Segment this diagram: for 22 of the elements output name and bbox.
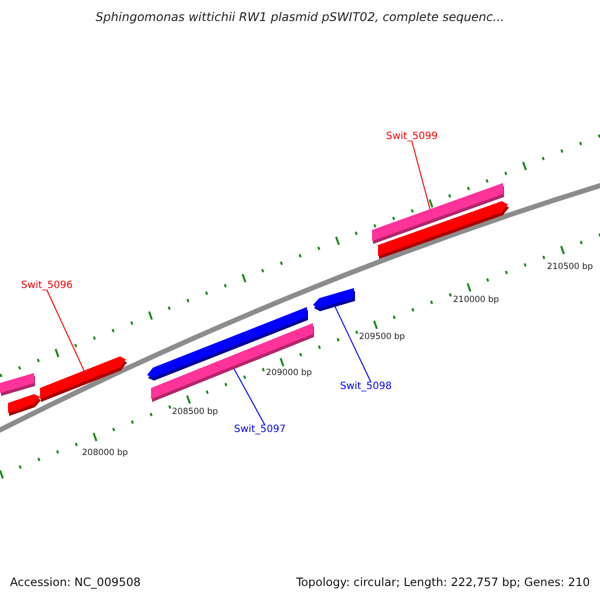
gene-label: Swit_5096 [21, 280, 73, 291]
leader-line [334, 306, 372, 382]
gene-bar [8, 394, 41, 416]
leader-line [234, 368, 266, 426]
leader-line [46, 290, 84, 372]
gene-bar [151, 323, 314, 402]
sequence-info-text: Topology: circular; Length: 222,757 bp; Genes: 210 [296, 575, 590, 589]
gene-bar [40, 356, 127, 402]
gene-bar [313, 288, 355, 312]
position-label: 210500 bp [547, 262, 593, 272]
position-label: 208000 bp [82, 448, 128, 458]
gene-label: Swit_5099 [386, 131, 438, 142]
gene-label: Swit_5097 [234, 424, 286, 435]
position-label: 210000 bp [453, 295, 499, 305]
gene-label: Swit_5098 [340, 381, 392, 392]
accession-text: Accession: NC_009508 [10, 575, 141, 589]
gene-bar [0, 373, 35, 396]
position-label: 209000 bp [266, 368, 312, 378]
map-title: Sphingomonas wittichii RW1 plasmid pSWIT02, complete sequenc... [94, 10, 506, 24]
position-label: 209500 bp [359, 332, 405, 342]
leader-line [411, 140, 430, 210]
gene-bar [378, 201, 509, 259]
